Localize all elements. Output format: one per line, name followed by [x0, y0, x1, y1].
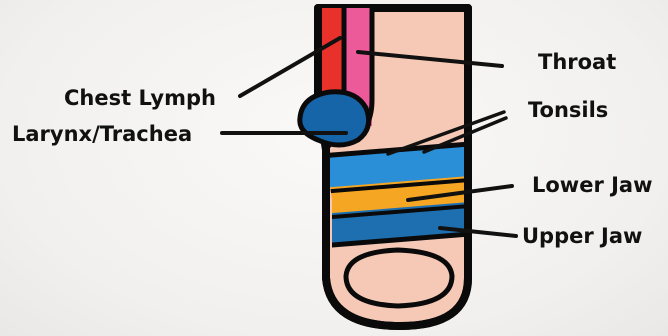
label-upper-jaw: Upper Jaw: [522, 226, 642, 247]
label-larynx-trachea: Larynx/Trachea: [12, 124, 192, 145]
fingernail: [346, 250, 452, 306]
label-throat: Throat: [538, 52, 616, 73]
label-lower-jaw: Lower Jaw: [532, 175, 653, 196]
larynx-trachea-zone: [300, 92, 369, 145]
label-chest-lymph: Chest Lymph: [64, 88, 216, 109]
label-tonsils: Tonsils: [528, 100, 608, 121]
